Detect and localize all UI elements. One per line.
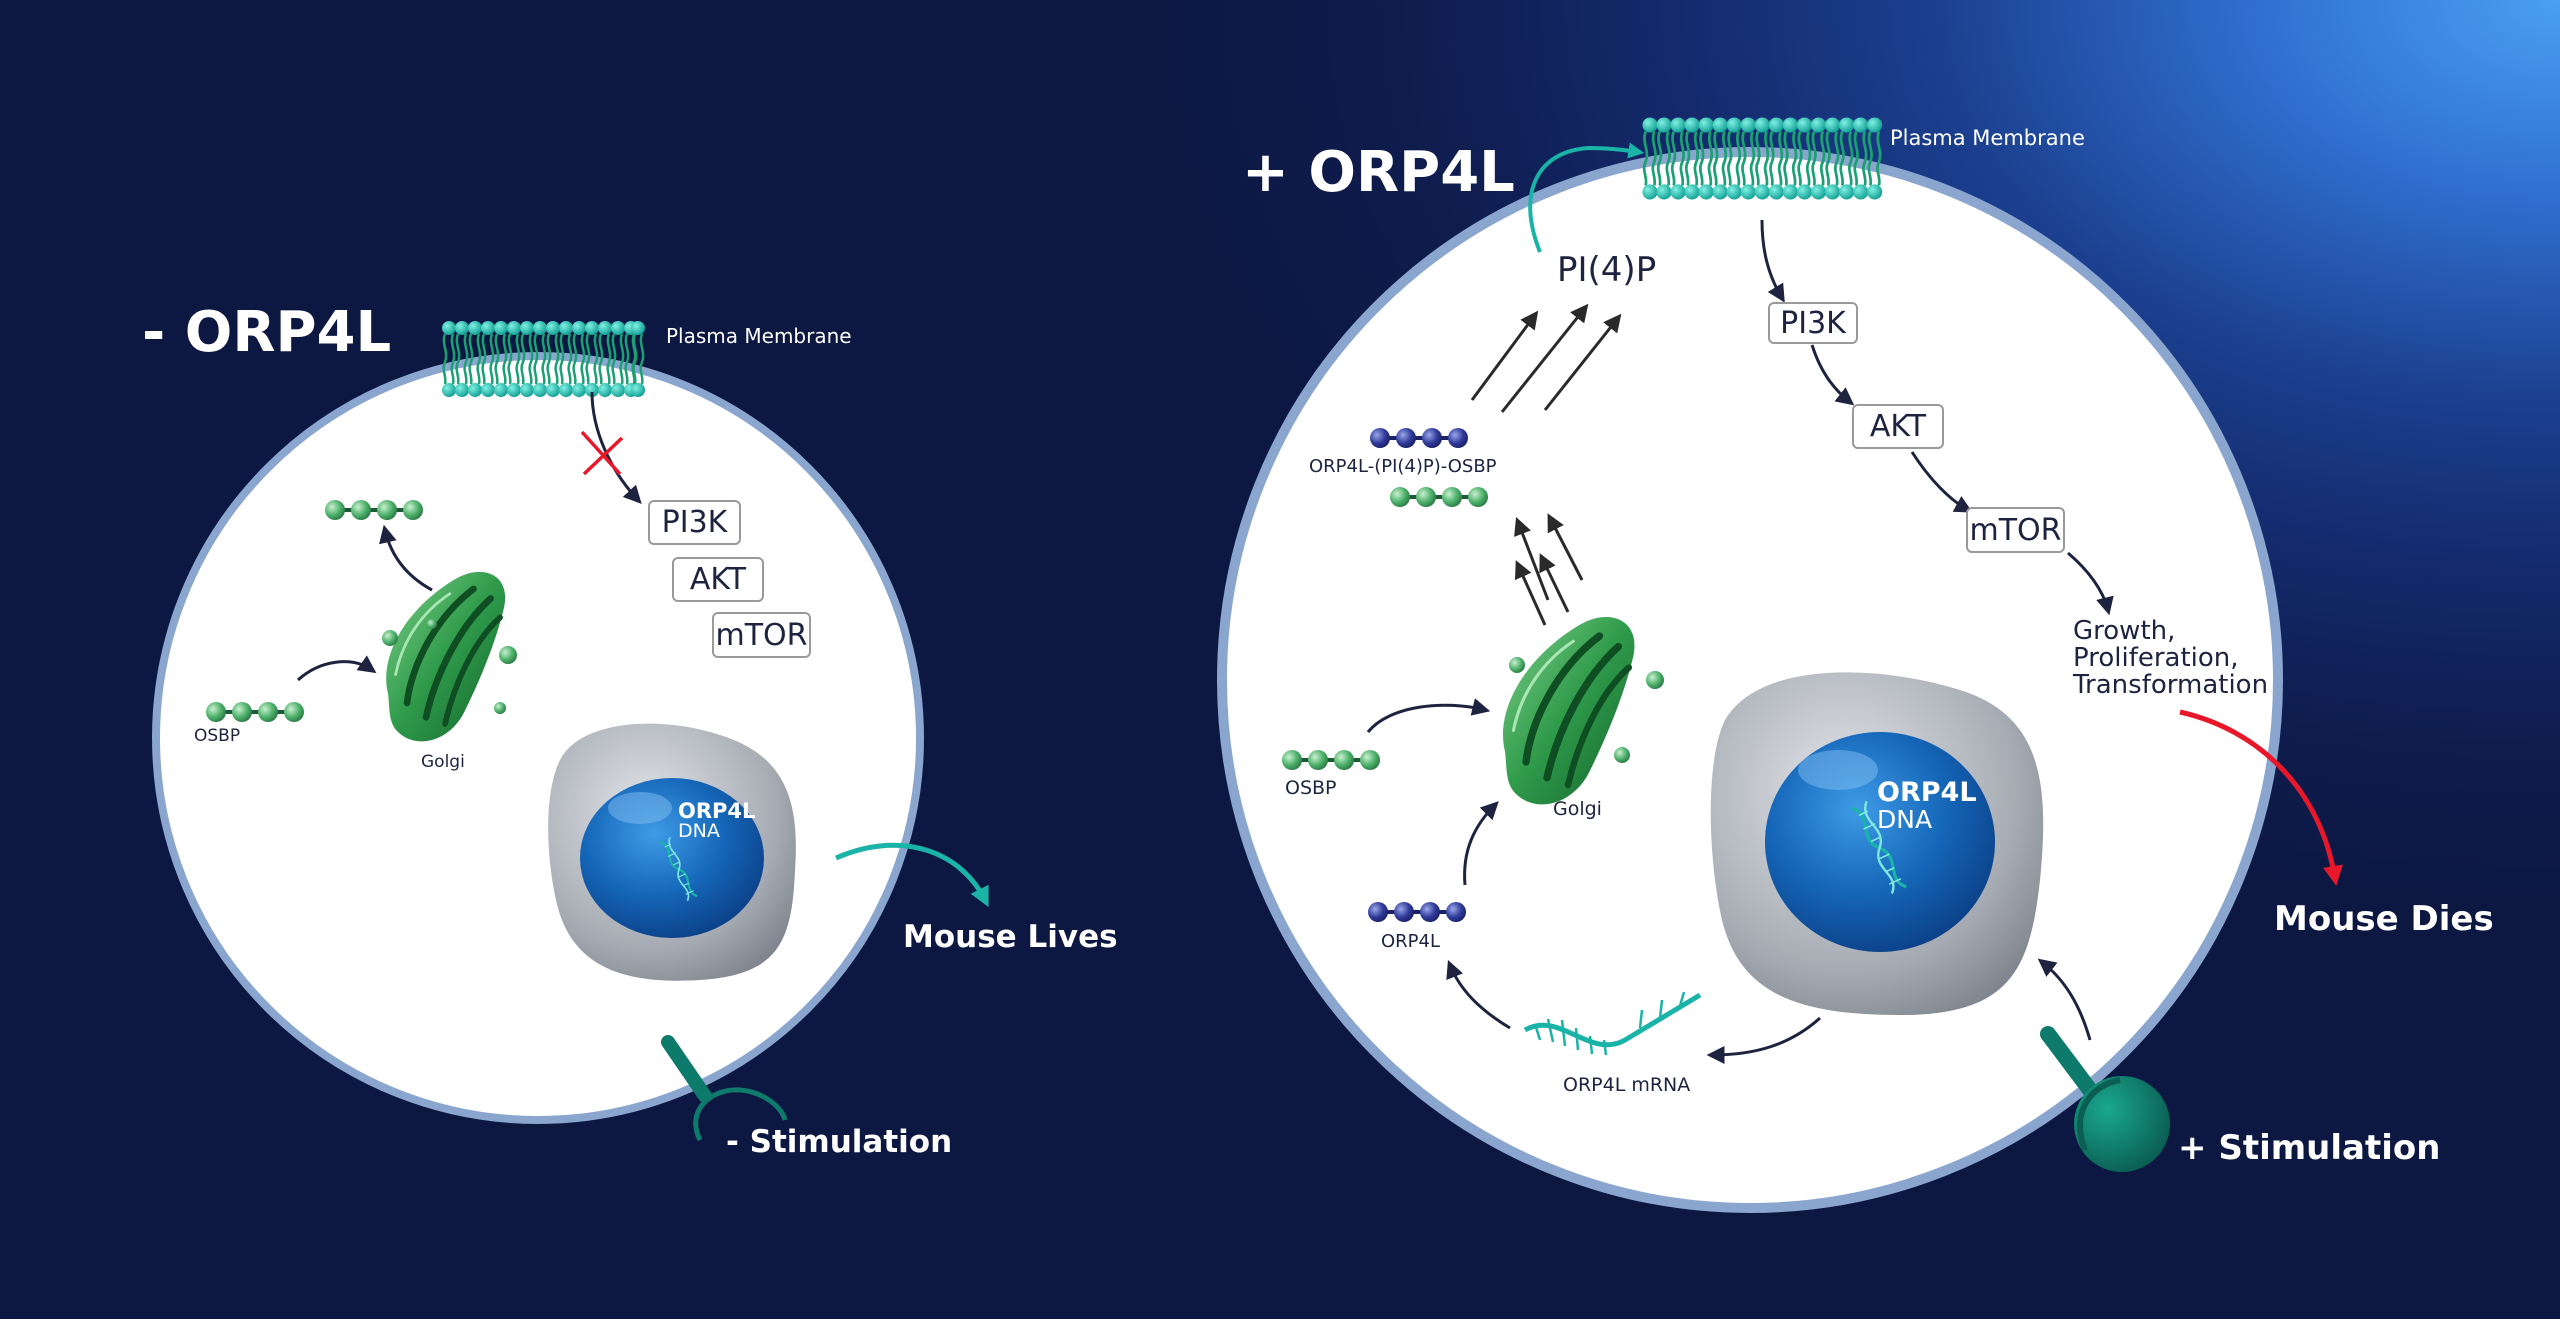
receptor-right <box>2040 1026 2170 1172</box>
arrow-nucleus-to-mrna <box>1706 1016 1822 1064</box>
pi4p-label: PI(4)P <box>1557 250 1657 290</box>
complex-label: ORP4L-(PI(4)P)-OSBP <box>1309 456 1497 477</box>
effect-proliferation: Proliferation, <box>2073 643 2239 673</box>
arrow-membrane-to-pi3k <box>1760 219 1785 303</box>
arrow-mrna-to-orp4l <box>1446 959 1511 1030</box>
arrow-stimulation-to-nucleus <box>2037 958 2092 1041</box>
arrow-orp4l-to-golgi <box>1463 801 1499 886</box>
arrow-golgi-to-complex-1 <box>1514 560 1547 626</box>
stimulation-right: + Stimulation <box>2178 1128 2441 1168</box>
mrna-label: ORP4L mRNA <box>1563 1074 1691 1096</box>
nucleus-highlight <box>608 792 672 824</box>
mtor-box-left: mTOR <box>712 612 811 658</box>
blocked-arrow-left <box>590 391 642 504</box>
left-title: - ORP4L <box>142 300 392 365</box>
arrow-pi4p-2 <box>1500 303 1589 413</box>
arrow-akt-to-mtor <box>1910 451 1973 513</box>
effect-transformation: Transformation <box>2073 670 2269 700</box>
nucleus-gene-left: ORP4L <box>678 799 756 823</box>
nucleus-label-left: ORP4L DNA <box>678 800 755 842</box>
akt-box-right: AKT <box>1852 404 1944 449</box>
outcome-arrow-right <box>2179 709 2343 886</box>
pi3k-box-left: PI3K <box>648 500 741 545</box>
arrow-golgi-to-complex-2 <box>1539 553 1570 613</box>
akt-box-left: AKT <box>672 557 764 602</box>
nucleus-sub-left: DNA <box>678 820 720 843</box>
plasma-membrane-label-left: Plasma Membrane <box>666 324 852 348</box>
receptor-left <box>661 1035 788 1142</box>
osbp-label-right: OSBP <box>1285 777 1337 799</box>
outcome-right: Mouse Dies <box>2274 899 2494 939</box>
golgi-label-right: Golgi <box>1553 798 1602 820</box>
effect-growth: Growth, <box>2073 616 2176 646</box>
nucleus-left <box>580 778 764 938</box>
vesicle <box>1509 657 1525 673</box>
golgi-label-left: Golgi <box>421 752 465 772</box>
stimulation-left: - Stimulation <box>726 1124 953 1160</box>
vesicle <box>499 646 517 664</box>
vesicle <box>494 702 506 714</box>
arrow-pi4p-to-membrane <box>1528 142 1645 253</box>
arrow-pi4p-1 <box>1470 310 1539 401</box>
arrow-mtor-to-growth <box>2067 551 2114 616</box>
cell-left <box>152 352 924 1124</box>
pi3k-box-right: PI3K <box>1768 302 1858 344</box>
arrow-pi4p-3 <box>1543 313 1622 411</box>
arrow-osbp-to-golgi-left <box>296 655 377 682</box>
nucleus-gene-right: ORP4L <box>1877 777 1977 808</box>
outcome-left: Mouse Lives <box>903 919 1118 955</box>
arrow-pi3k-to-akt <box>1810 344 1855 406</box>
vesicle <box>382 630 398 646</box>
mtor-box-right: mTOR <box>1966 507 2065 553</box>
right-title: + ORP4L <box>1242 140 1515 205</box>
orp4l-label-right: ORP4L <box>1381 931 1441 952</box>
nucleus-sub-right: DNA <box>1877 805 1933 835</box>
vesicle <box>1646 671 1664 689</box>
plasma-membrane-label-right: Plasma Membrane <box>1890 126 2085 150</box>
effects-label: Growth, Proliferation, Transformation <box>2073 618 2268 699</box>
arrow-golgi-to-complex-4 <box>1547 513 1584 581</box>
osbp-label-left: OSBP <box>194 726 241 746</box>
vesicle <box>427 619 437 629</box>
outcome-arrow-left <box>834 842 989 908</box>
nucleus-label-right: ORP4L DNA <box>1877 777 1977 835</box>
arrow-golgi-to-osbp-left <box>379 524 433 592</box>
nucleus-highlight <box>1798 750 1878 790</box>
arrow-golgi-to-complex-3 <box>1514 516 1550 601</box>
mrna-strand <box>1523 991 1702 1056</box>
vesicle <box>1614 747 1630 763</box>
arrow-osbp-to-golgi-right <box>1366 698 1491 733</box>
red-x-icon <box>580 430 624 476</box>
